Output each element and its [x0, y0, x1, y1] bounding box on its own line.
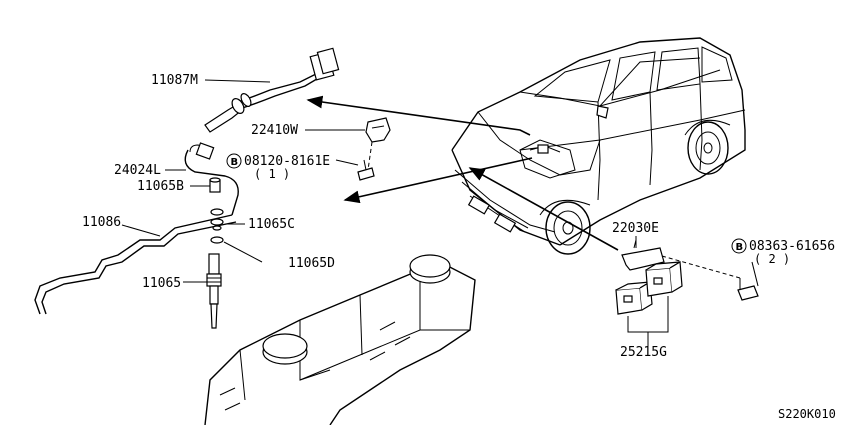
diagram-code: S220K010 [778, 407, 836, 421]
relay-25215g [615, 260, 683, 315]
harness-24024l [184, 142, 239, 216]
callout-08120: 08120-8161E [244, 154, 330, 169]
bolt-08120 [357, 159, 375, 181]
engine-block-illustration [204, 254, 476, 425]
svg-text:B: B [736, 242, 744, 253]
harness-11087m [204, 47, 340, 133]
callout-22410w: 22410W [251, 123, 298, 138]
qty-08120: ( 1 ) [254, 167, 290, 181]
bolt-symbol-08363: B [731, 238, 747, 254]
terminal-11065b [209, 177, 221, 193]
callout-11065d: 11065D [288, 256, 335, 271]
callout-11086: 11086 [82, 215, 121, 230]
bolt-08363 [661, 255, 759, 301]
svg-text:B: B [231, 157, 239, 168]
callout-11065b: 11065B [137, 179, 184, 194]
callout-22030e: 22030E [612, 221, 659, 236]
nut-11065c [210, 208, 224, 231]
relay-bracket-22030e [621, 239, 665, 271]
qty-08363: ( 2 ) [754, 252, 790, 266]
callout-11065: 11065 [142, 276, 181, 291]
callout-08363: 08363-61656 [749, 239, 835, 254]
washer-11065d [210, 236, 224, 244]
glow-plug-plate-11086 [34, 214, 237, 315]
bolt-symbol-08120: B [226, 153, 242, 169]
bracket-22410w [365, 117, 391, 171]
vehicle-illustration [451, 37, 746, 255]
callout-24024l: 24024L [114, 163, 161, 178]
glow-plug-11065 [206, 253, 222, 329]
callout-11065c: 11065C [248, 217, 295, 232]
callout-25215g: 25215G [620, 345, 667, 360]
location-arrows [306, 95, 619, 251]
callout-11087m: 11087M [151, 73, 198, 88]
